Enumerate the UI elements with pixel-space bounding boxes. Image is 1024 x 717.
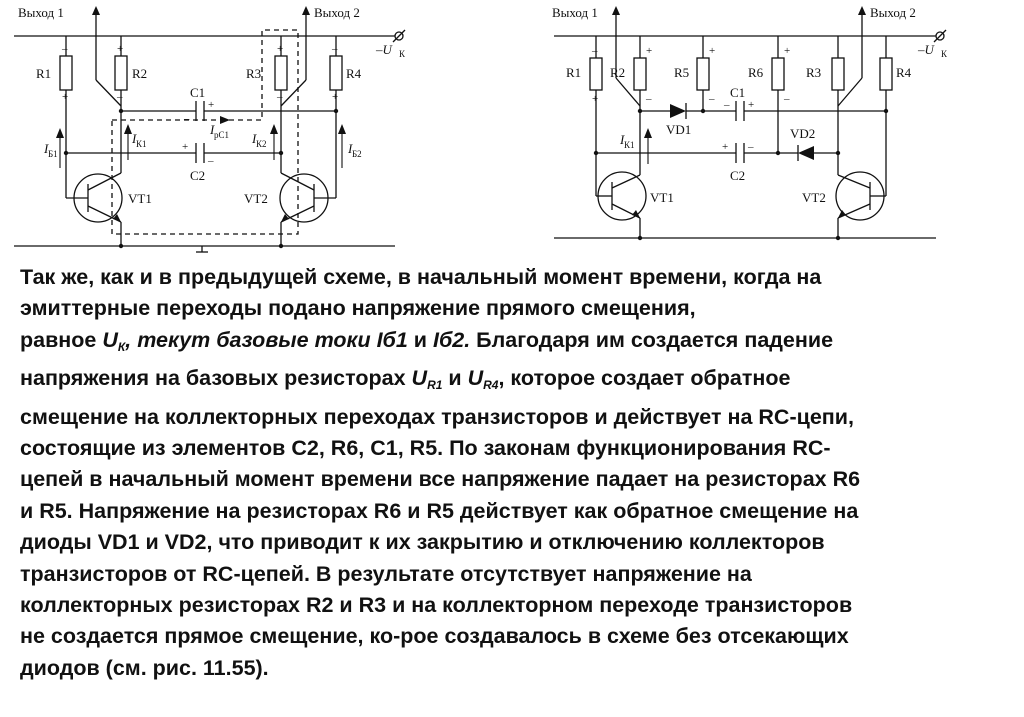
left-c2-label: C2 [190,168,205,183]
left-output2-label: Выход 2 [314,5,360,20]
svg-text:–: – [207,155,214,167]
left-supply-sub: К [399,49,406,59]
left-vt2-label: VT2 [244,191,268,206]
multivibrator-schematic-left: Выход 1 Выход 2 –U К R1 R2 R3 R4 C1 C2 V… [14,5,406,253]
desc-line-4: напряжения на базовых резисторах UR1 и U… [20,363,1015,401]
right-supply-label: –U [917,42,936,57]
right-r6-label: R6 [748,65,764,80]
left-r3-label: R3 [246,66,261,81]
desc-text: , которое создает обратное [498,366,791,391]
svg-text:+: + [784,45,790,57]
svg-text:+: + [277,43,283,55]
svg-text:–: – [331,43,338,55]
right-vt1-label: VT1 [650,190,674,205]
svg-text:+: + [62,91,68,103]
right-r3-label: R3 [806,65,821,80]
svg-text:+: + [208,99,214,111]
desc-line-1: Так же, как и в предыдущей схеме, в нача… [20,265,822,289]
desc-text: равное [20,327,103,352]
svg-text:+: + [722,141,728,153]
ur1-symbol: UR1 [411,366,443,393]
desc-line-6: состоящие из элементов С2, R6, C1, R5. П… [20,436,831,461]
left-ik2-label: I [251,131,257,146]
svg-text:+: + [117,43,123,55]
svg-text:+: + [332,91,338,103]
ur4-symbol: UR4 [467,366,499,393]
right-ik1-label: I [619,132,625,147]
desc-text: и [407,327,433,352]
right-vd2-label: VD2 [790,126,815,141]
svg-text:–: – [183,113,190,125]
left-r4-label: R4 [346,66,362,81]
ib1-symbol: Iб1 [376,327,408,352]
svg-text:–: – [645,93,652,105]
right-r1-label: R1 [566,65,581,80]
desc-line-7: цепей в начальный момент времени все нап… [20,467,861,492]
left-r2-label: R2 [132,66,147,81]
svg-text:+: + [646,45,652,57]
svg-text:–: – [723,99,730,111]
desc-line-11: коллекторных резисторах R2 и R3 и на кол… [20,593,853,618]
left-r1-label: R1 [36,66,51,81]
svg-text:–: – [276,91,283,103]
desc-text: и [442,366,468,391]
desc-text: , текут базовые токи [125,327,377,352]
left-c1-label: C1 [190,85,205,100]
svg-text:–: – [591,45,598,57]
description-paragraph: Так же, как и в предыдущей схеме, в нача… [20,262,1015,684]
right-r5-label: R5 [674,65,689,80]
left-ib2-sub: Б2 [352,149,362,159]
left-supply-label: –U [375,42,394,57]
svg-text:–: – [116,91,123,103]
right-ik1-sub: К1 [624,140,635,150]
right-r2-label: R2 [610,65,625,80]
left-ib1-label: I [43,141,49,156]
right-vt2-label: VT2 [802,190,826,205]
multivibrator-schematic-right: Выход 1 Выход 2 –U К R1 R2 R5 R6 R3 R4 C… [552,5,948,241]
left-ib2-label: I [347,141,353,156]
right-supply-sub: К [941,49,948,59]
svg-text:–: – [783,93,790,105]
desc-line-13: диодов (см. рис. 11.55). [20,655,269,680]
uk-symbol: UК [102,327,126,354]
desc-line-10: транзисторов от RC-цепей. В результате о… [20,561,752,586]
left-output1-label: Выход 1 [18,5,64,20]
desc-text: напряжения на базовых резисторах [20,366,412,391]
right-output1-label: Выход 1 [552,5,598,20]
desc-line-2: эмиттерные переходы подано напряжение пр… [20,296,696,321]
left-irc1-label: I [209,122,215,137]
right-c1-label: C1 [730,85,745,100]
left-irc1-sub: рС1 [214,130,229,140]
left-vt1-label: VT1 [128,191,152,206]
left-ik1-sub: К1 [136,139,147,149]
desc-text: Благодаря им создается падение [470,327,834,352]
left-ik1-label: I [131,131,137,146]
desc-line-5: смещение на коллекторных переходах транз… [20,404,854,429]
left-ib1-sub: Б1 [48,149,58,159]
svg-text:+: + [182,141,188,153]
desc-line-3: равное UК, текут базовые токи Iб1 и Iб2.… [20,325,1015,363]
left-ik2-sub: К2 [256,139,267,149]
desc-line-9: диоды VD1 и VD2, что приводит к их закры… [20,530,825,555]
ib2-symbol: Iб2. [432,327,471,352]
right-output2-label: Выход 2 [870,5,916,20]
desc-line-8: и R5. Напряжение на резисторах R6 и R5 д… [20,498,859,523]
svg-text:–: – [747,141,754,153]
svg-text:+: + [748,99,754,111]
svg-text:–: – [61,43,68,55]
svg-text:+: + [709,45,715,57]
right-r4-label: R4 [896,65,912,80]
svg-text:+: + [592,93,598,105]
svg-text:–: – [708,93,715,105]
right-c2-label: C2 [730,168,745,183]
desc-line-12: не создается прямое смещение, ко-рое соз… [20,624,849,649]
right-vd1-label: VD1 [666,122,691,137]
